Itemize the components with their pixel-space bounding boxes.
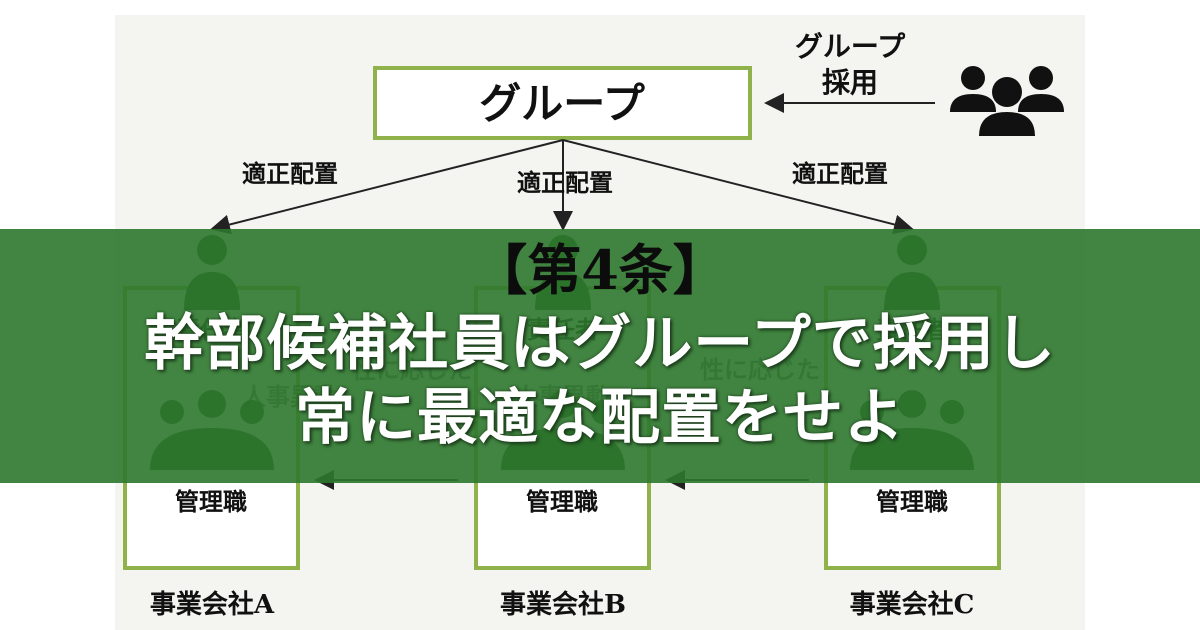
group-box: [373, 66, 752, 140]
headline-banner: 【第4条】 幹部候補社員はグループで採用し 常に最適な配置をせよ: [0, 229, 1200, 483]
article-heading: 【第4条】: [473, 238, 727, 302]
people-group-icon: [950, 66, 1064, 136]
management-label-c: 管理職: [876, 487, 948, 516]
company-label-b: 事業会社B: [500, 589, 626, 620]
recruitment-label-line2: 採用: [822, 66, 878, 99]
placement-arrow-c: [562, 139, 914, 235]
headline-line-1: 幹部候補社員はグループで採用し: [144, 309, 1056, 379]
company-label-c: 事業会社C: [850, 589, 975, 620]
group-box-label: グループ: [479, 79, 644, 128]
management-label-b: 管理職: [526, 487, 598, 516]
management-label-a: 管理職: [175, 487, 247, 516]
placement-label-a: 適正配置: [242, 159, 338, 188]
placement-label-b: 適正配置: [517, 168, 613, 197]
placement-arrow-a: [210, 139, 564, 235]
placement-label-c: 適正配置: [792, 159, 888, 188]
recruitment-label-line1: グループ: [795, 30, 906, 63]
company-label-a: 事業会社A: [150, 589, 275, 620]
headline-line-2: 常に最適な配置をせよ: [295, 383, 905, 453]
